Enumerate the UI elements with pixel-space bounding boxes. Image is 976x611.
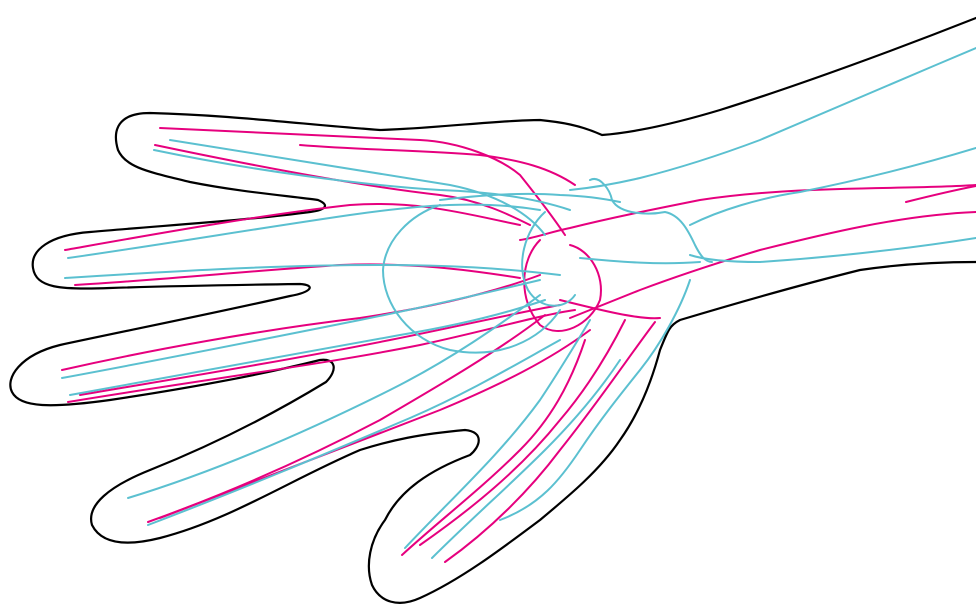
index-finger-artery-1	[148, 315, 545, 522]
thumb-artery-2	[445, 322, 655, 562]
radial-artery	[520, 185, 976, 240]
middle-finger-vein-2	[70, 300, 545, 395]
cephalic-vein	[570, 48, 976, 190]
forearm-artery-upper	[906, 186, 976, 202]
thumb-vein-3	[500, 280, 690, 520]
ring-finger-artery-1	[65, 204, 520, 250]
hand-outline	[10, 18, 976, 603]
little-finger-artery-1	[160, 128, 565, 235]
wrist-vein-arc	[522, 212, 575, 306]
veins	[62, 48, 976, 558]
little-finger-artery-3	[300, 145, 575, 185]
carpal-vein-loop	[590, 179, 712, 262]
wrist-vein-lower	[580, 258, 700, 263]
